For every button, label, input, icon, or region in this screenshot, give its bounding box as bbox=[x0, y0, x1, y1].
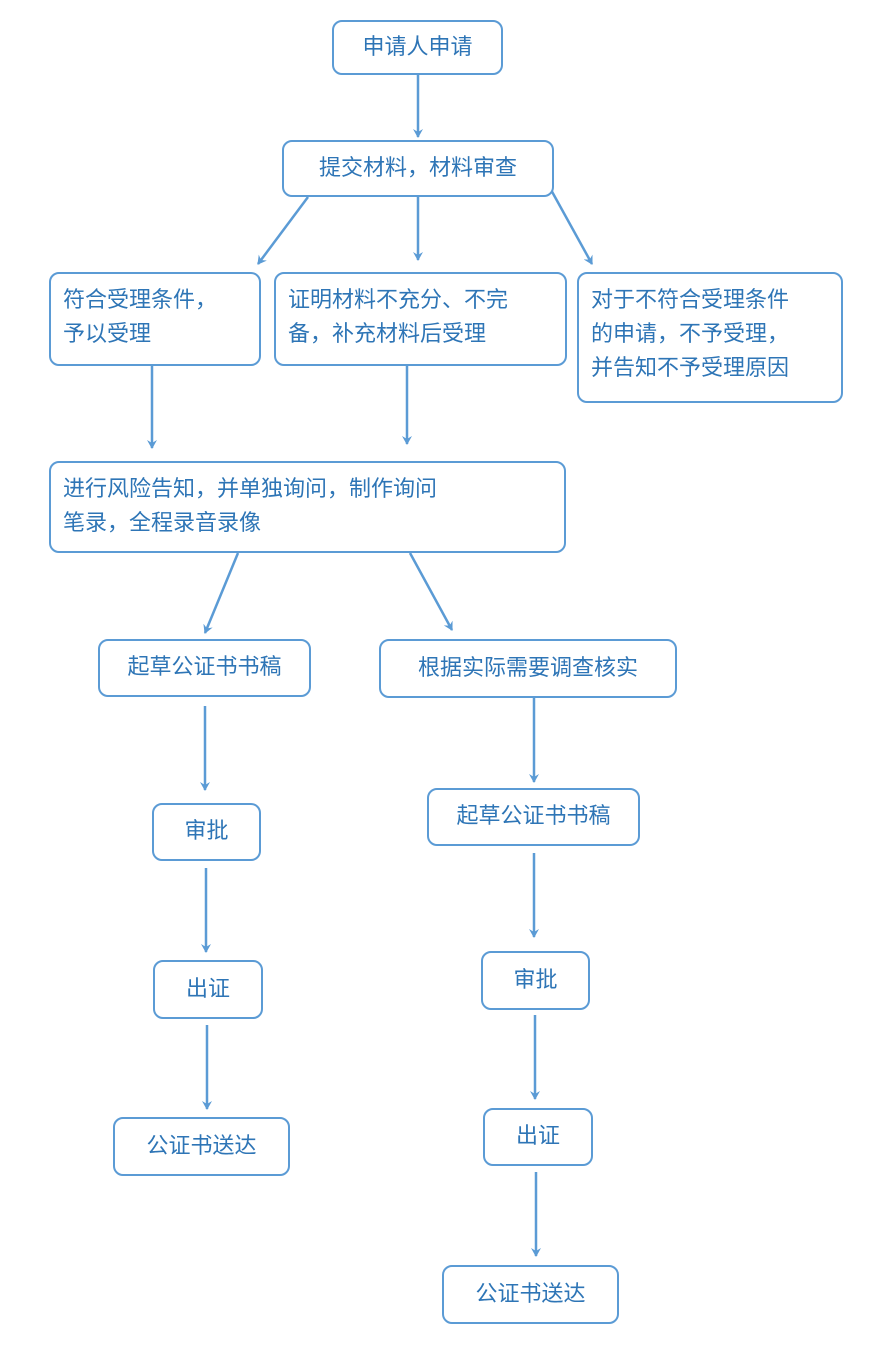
node-right-deliver-label: 公证书送达 bbox=[475, 1281, 586, 1307]
node-accept-line-1: 符合受理条件， bbox=[63, 288, 218, 313]
node-reject-line-2: 的申请，不予受理， bbox=[591, 322, 790, 347]
node-left-approve-label: 审批 bbox=[184, 819, 229, 844]
node-left-draft: 起草公证书书稿 bbox=[98, 639, 311, 697]
node-inform-line-2: 笔录，全程录音录像 bbox=[63, 511, 262, 536]
arrow-inform-to-investigate bbox=[408, 552, 454, 631]
arrow-inform-to-left-draft bbox=[203, 552, 240, 634]
node-right-deliver: 公证书送达 bbox=[442, 1265, 619, 1324]
node-right-approve-label: 审批 bbox=[513, 967, 558, 993]
node-right-issue: 出证 bbox=[483, 1108, 593, 1166]
node-right-approve: 审批 bbox=[481, 951, 590, 1010]
node-left-deliver-label: 公证书送达 bbox=[146, 1133, 257, 1159]
node-supplement: 证明材料不充分、不完 备，补充材料后受理 bbox=[274, 272, 567, 366]
node-left-issue-label: 出证 bbox=[185, 976, 230, 1002]
node-left-draft-label: 起草公证书书稿 bbox=[127, 655, 282, 680]
node-left-approve: 审批 bbox=[152, 803, 261, 861]
node-reject-line-1: 对于不符合受理条件 bbox=[591, 288, 790, 313]
node-accept-line-2: 予以受理 bbox=[63, 322, 152, 347]
node-investigate-label: 根据实际需要调查核实 bbox=[417, 655, 638, 681]
node-supplement-line-2: 备，补充材料后受理 bbox=[288, 322, 487, 347]
node-apply: 申请人申请 bbox=[332, 20, 503, 75]
node-supplement-line-1: 证明材料不充分、不完 bbox=[288, 288, 509, 313]
node-right-draft: 起草公证书书稿 bbox=[427, 788, 640, 846]
node-inform-line-1: 进行风险告知，并单独询问，制作询问 bbox=[63, 477, 438, 502]
node-right-draft-label: 起草公证书书稿 bbox=[456, 804, 611, 829]
node-submit: 提交材料，材料审查 bbox=[282, 140, 554, 197]
arrow-submit-to-reject bbox=[548, 187, 594, 265]
node-investigate: 根据实际需要调查核实 bbox=[379, 639, 677, 698]
node-submit-label: 提交材料，材料审查 bbox=[318, 155, 517, 181]
node-left-deliver: 公证书送达 bbox=[113, 1117, 290, 1176]
node-accept: 符合受理条件， 予以受理 bbox=[49, 272, 261, 366]
node-reject: 对于不符合受理条件 的申请，不予受理， 并告知不予受理原因 bbox=[577, 272, 843, 403]
node-apply-label: 申请人申请 bbox=[362, 34, 473, 60]
arrow-submit-to-accept bbox=[256, 196, 310, 265]
node-inform: 进行风险告知，并单独询问，制作询问 笔录，全程录音录像 bbox=[49, 461, 566, 553]
node-left-issue: 出证 bbox=[153, 960, 263, 1019]
node-reject-line-3: 并告知不予受理原因 bbox=[591, 356, 790, 381]
node-right-issue-label: 出证 bbox=[515, 1124, 560, 1149]
